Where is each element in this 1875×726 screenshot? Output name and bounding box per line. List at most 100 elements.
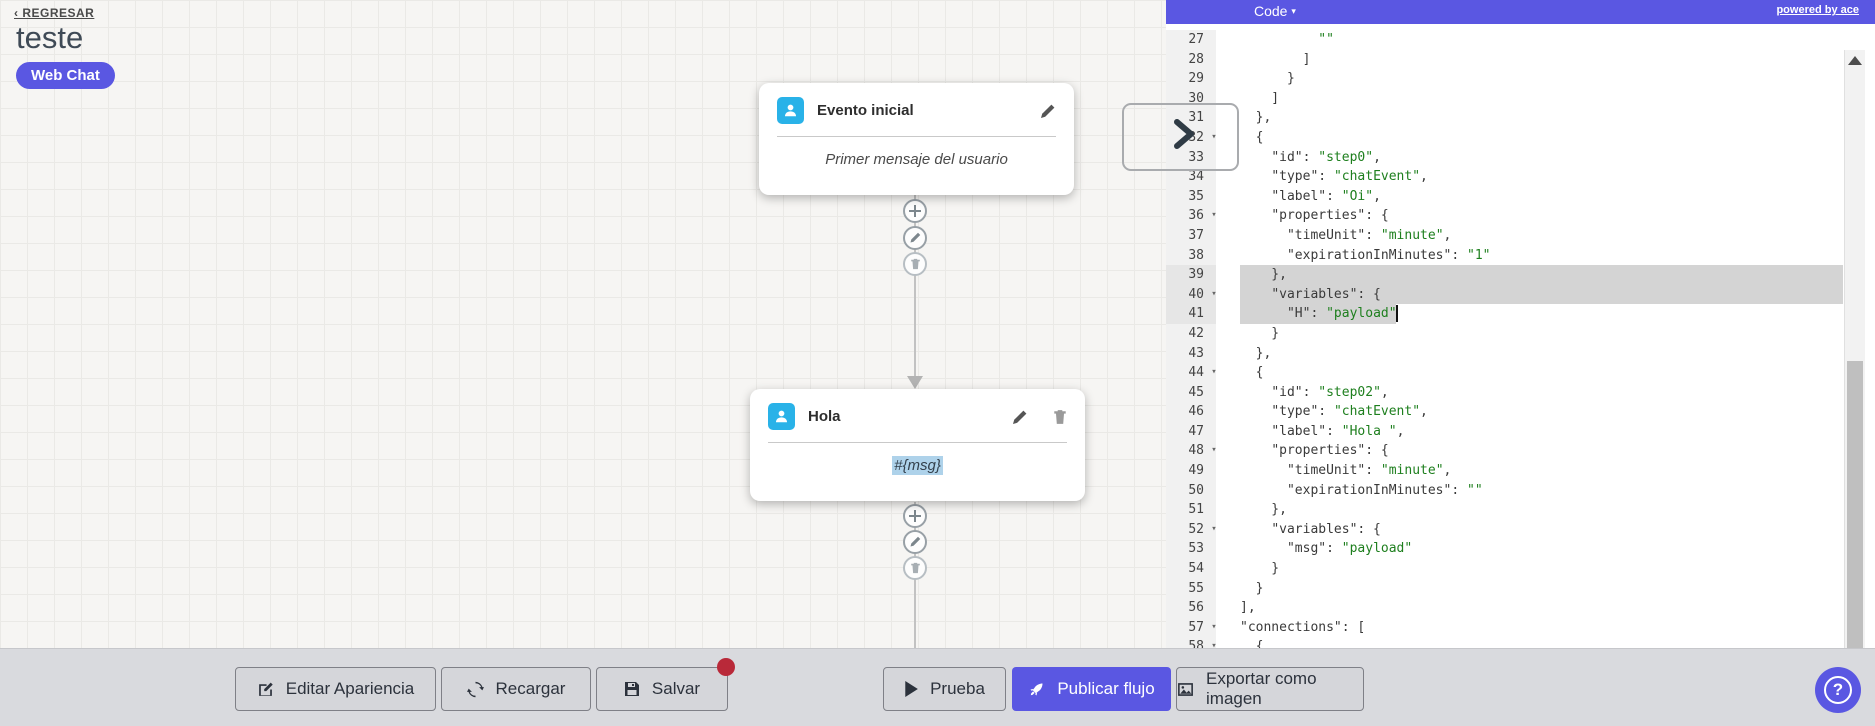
fold-arrow-icon[interactable]: ▾	[1211, 131, 1217, 142]
edit-appearance-button[interactable]: Editar Apariencia	[235, 667, 436, 711]
line-number: 54	[1166, 559, 1216, 579]
delete-connection-button[interactable]	[903, 252, 927, 276]
code-line[interactable]: 50 "expirationInMinutes": ""	[1166, 480, 1875, 501]
code-text: "label": "Hola ",	[1271, 423, 1405, 439]
help-button[interactable]: ?	[1815, 667, 1861, 713]
line-number: 41	[1166, 304, 1216, 324]
fold-arrow-icon[interactable]: ▾	[1211, 621, 1217, 632]
save-button[interactable]: Salvar	[596, 658, 735, 711]
code-line[interactable]: 44▾ {	[1166, 363, 1875, 383]
code-line[interactable]: 48▾ "properties": {	[1166, 441, 1875, 462]
node-divider	[777, 136, 1056, 137]
fold-arrow-icon[interactable]: ▾	[1211, 445, 1217, 456]
powered-by-ace-link[interactable]: powered by ace	[1776, 4, 1859, 16]
code-line[interactable]: 41 "H": "payload"	[1166, 304, 1875, 324]
line-number: 46	[1166, 402, 1216, 422]
code-line[interactable]: 31 },	[1166, 108, 1875, 128]
code-text: },	[1240, 502, 1287, 518]
code-line[interactable]: 32▾ {	[1166, 127, 1875, 148]
edit-connection-button[interactable]	[903, 226, 927, 250]
flow-node-evento-inicial[interactable]: Evento inicial Primer mensaje del usuari…	[759, 83, 1074, 195]
code-line[interactable]: 52▾ "variables": {	[1166, 519, 1875, 540]
code-line[interactable]: 55 }	[1166, 578, 1875, 599]
edit-node-button[interactable]	[1040, 103, 1056, 119]
code-text: "id": "step02",	[1271, 384, 1389, 400]
code-line[interactable]: 34 "type": "chatEvent",	[1166, 167, 1875, 187]
code-text: },	[1240, 110, 1272, 126]
export-image-button[interactable]: Exportar como imagen	[1176, 667, 1364, 711]
code-line[interactable]: 35 "label": "Oi",	[1166, 186, 1875, 207]
code-line[interactable]: 54 }	[1166, 559, 1875, 579]
code-line[interactable]: 33 "id": "step0",	[1166, 147, 1875, 168]
code-editor-content[interactable]: 27 ""28 ]29 }30 ]31 },32▾ {33 "id": "ste…	[1166, 24, 1875, 726]
code-line[interactable]: 30 ]	[1166, 88, 1875, 109]
delete-node-button[interactable]	[1053, 409, 1067, 425]
code-line[interactable]: 39 },	[1166, 265, 1875, 285]
code-line[interactable]: 57▾"connections": [	[1166, 617, 1875, 638]
code-text: {	[1240, 639, 1264, 655]
code-text: "properties": {	[1271, 443, 1389, 459]
code-line[interactable]: 51 },	[1166, 500, 1875, 520]
node-body-text: Primer mensaje del usuario	[825, 151, 1008, 168]
line-number: 43	[1166, 343, 1216, 364]
code-line[interactable]: 47 "label": "Hola ",	[1166, 421, 1875, 442]
test-button[interactable]: Prueba	[883, 667, 1006, 711]
fold-arrow-icon[interactable]: ▾	[1211, 523, 1217, 534]
code-line[interactable]: 37 "timeUnit": "minute",	[1166, 225, 1875, 246]
code-line[interactable]: 29 }	[1166, 69, 1875, 89]
node-title: Hola	[808, 408, 841, 425]
publish-flow-button[interactable]: Publicar flujo	[1012, 667, 1171, 711]
text-selection	[1240, 284, 1843, 305]
scroll-up-arrow-icon[interactable]	[1848, 56, 1862, 65]
code-line[interactable]: 40▾ "variables": {	[1166, 284, 1875, 305]
line-number: 28	[1166, 49, 1216, 70]
fold-arrow-icon[interactable]: ▾	[1211, 641, 1217, 652]
fold-arrow-icon[interactable]: ▾	[1211, 367, 1217, 378]
pencil-icon	[910, 536, 921, 547]
line-number: 34	[1166, 167, 1216, 187]
code-text: "variables": {	[1271, 286, 1381, 302]
code-text: "H": "payload"	[1286, 306, 1397, 322]
edit-node-button[interactable]	[1012, 409, 1028, 425]
code-line[interactable]: 56],	[1166, 598, 1875, 618]
fold-arrow-icon[interactable]: ▾	[1211, 210, 1217, 221]
line-number: 44	[1166, 363, 1216, 383]
code-line[interactable]: 38 "expirationInMinutes": "1"	[1166, 245, 1875, 266]
code-mode-dropdown[interactable]: Code ▾	[1254, 3, 1296, 19]
code-line[interactable]: 49 "timeUnit": "minute",	[1166, 461, 1875, 481]
reload-button[interactable]: Recargar	[441, 667, 591, 711]
code-line[interactable]: 45 "id": "step02",	[1166, 382, 1875, 403]
delete-connection-button[interactable]	[903, 556, 927, 580]
edit-connection-button[interactable]	[903, 530, 927, 554]
code-text: "expirationInMinutes": "1"	[1286, 247, 1491, 263]
code-text: "type": "chatEvent",	[1271, 404, 1428, 420]
code-editor-header: Code ▾ powered by ace	[1166, 0, 1875, 24]
code-line[interactable]: 43 },	[1166, 343, 1875, 364]
save-icon	[624, 681, 640, 697]
code-text: "timeUnit": "minute",	[1286, 463, 1452, 479]
button-label: Publicar flujo	[1057, 679, 1155, 698]
code-text: ]	[1240, 90, 1280, 106]
code-line[interactable]: 28 ]	[1166, 49, 1875, 70]
flow-canvas[interactable]: ‹ REGRESAR teste Web Chat	[0, 0, 1166, 726]
code-line[interactable]: 42 }	[1166, 323, 1875, 344]
code-line[interactable]: 46 "type": "chatEvent",	[1166, 402, 1875, 422]
line-number: 27	[1166, 30, 1216, 50]
back-link[interactable]: ‹ REGRESAR	[14, 6, 95, 20]
play-icon	[904, 681, 918, 697]
panel-toggle-outline	[1122, 103, 1239, 171]
code-text: "connections": [	[1240, 619, 1366, 635]
plus-icon	[909, 510, 921, 522]
code-text: ],	[1240, 600, 1256, 616]
collapse-panel-button[interactable]	[1172, 118, 1196, 155]
add-step-button[interactable]	[903, 504, 927, 528]
scrollbar-thumb[interactable]	[1847, 361, 1863, 664]
code-line[interactable]: 53 "msg": "payload"	[1166, 539, 1875, 560]
flow-node-hola[interactable]: Hola #{msg}	[750, 389, 1085, 501]
code-line[interactable]: 27 ""	[1166, 30, 1875, 50]
code-text: "expirationInMinutes": ""	[1286, 482, 1483, 498]
code-line[interactable]: 36▾ "properties": {	[1166, 206, 1875, 226]
rocket-icon	[1028, 681, 1045, 698]
fold-arrow-icon[interactable]: ▾	[1211, 288, 1217, 299]
add-step-button[interactable]	[903, 199, 927, 223]
